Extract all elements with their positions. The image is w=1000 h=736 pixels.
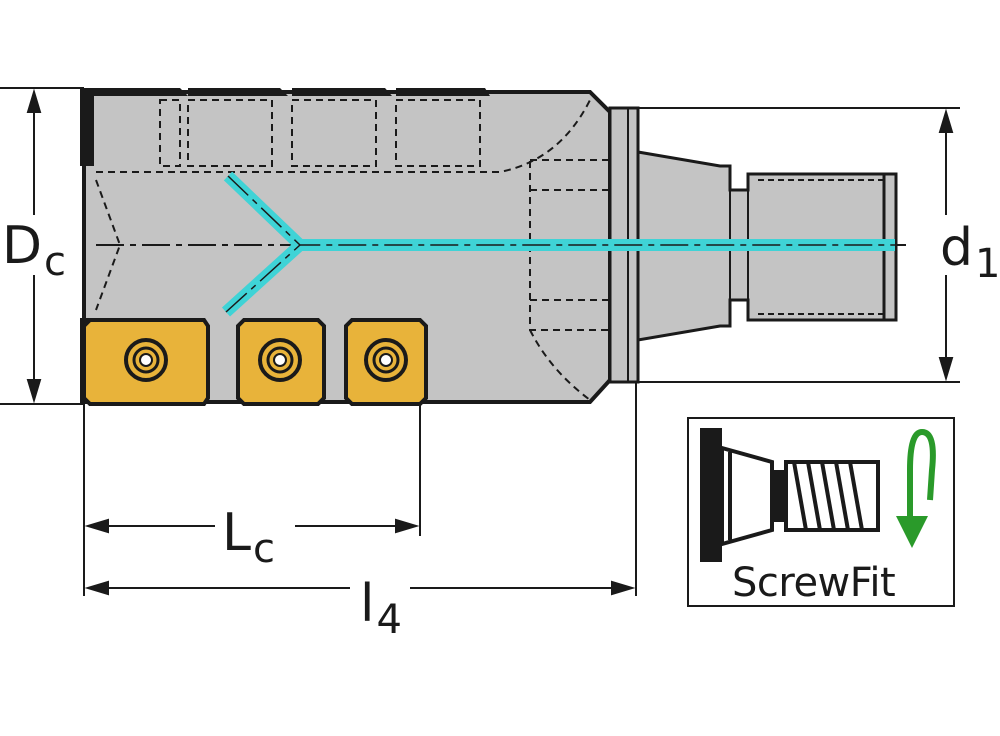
insert bbox=[236, 318, 326, 406]
dimension-l4 bbox=[84, 382, 637, 596]
insert bbox=[344, 318, 428, 406]
hidden-lines bbox=[95, 99, 611, 401]
label-d1: d1 bbox=[940, 222, 1000, 284]
dimension-lc bbox=[83, 404, 421, 596]
label-lc-sub: c bbox=[252, 526, 275, 572]
screwfit-label: ScrewFit bbox=[732, 560, 896, 606]
label-dc-sub: c bbox=[44, 239, 67, 285]
screwfit-logo-icon bbox=[687, 417, 955, 607]
label-dc-main: D bbox=[2, 216, 43, 276]
dimension-d1 bbox=[638, 107, 960, 383]
label-l4-main: l bbox=[360, 574, 375, 634]
insert bbox=[82, 318, 210, 406]
label-l4: l4 bbox=[360, 578, 402, 640]
label-d1-main: d bbox=[940, 218, 974, 278]
label-lc: Lc bbox=[222, 507, 275, 569]
label-d1-sub: 1 bbox=[975, 241, 1000, 287]
label-lc-main: L bbox=[222, 503, 251, 563]
dimension-dc bbox=[0, 87, 84, 405]
label-l4-sub: 4 bbox=[376, 597, 402, 643]
label-dc: Dc bbox=[2, 220, 66, 282]
